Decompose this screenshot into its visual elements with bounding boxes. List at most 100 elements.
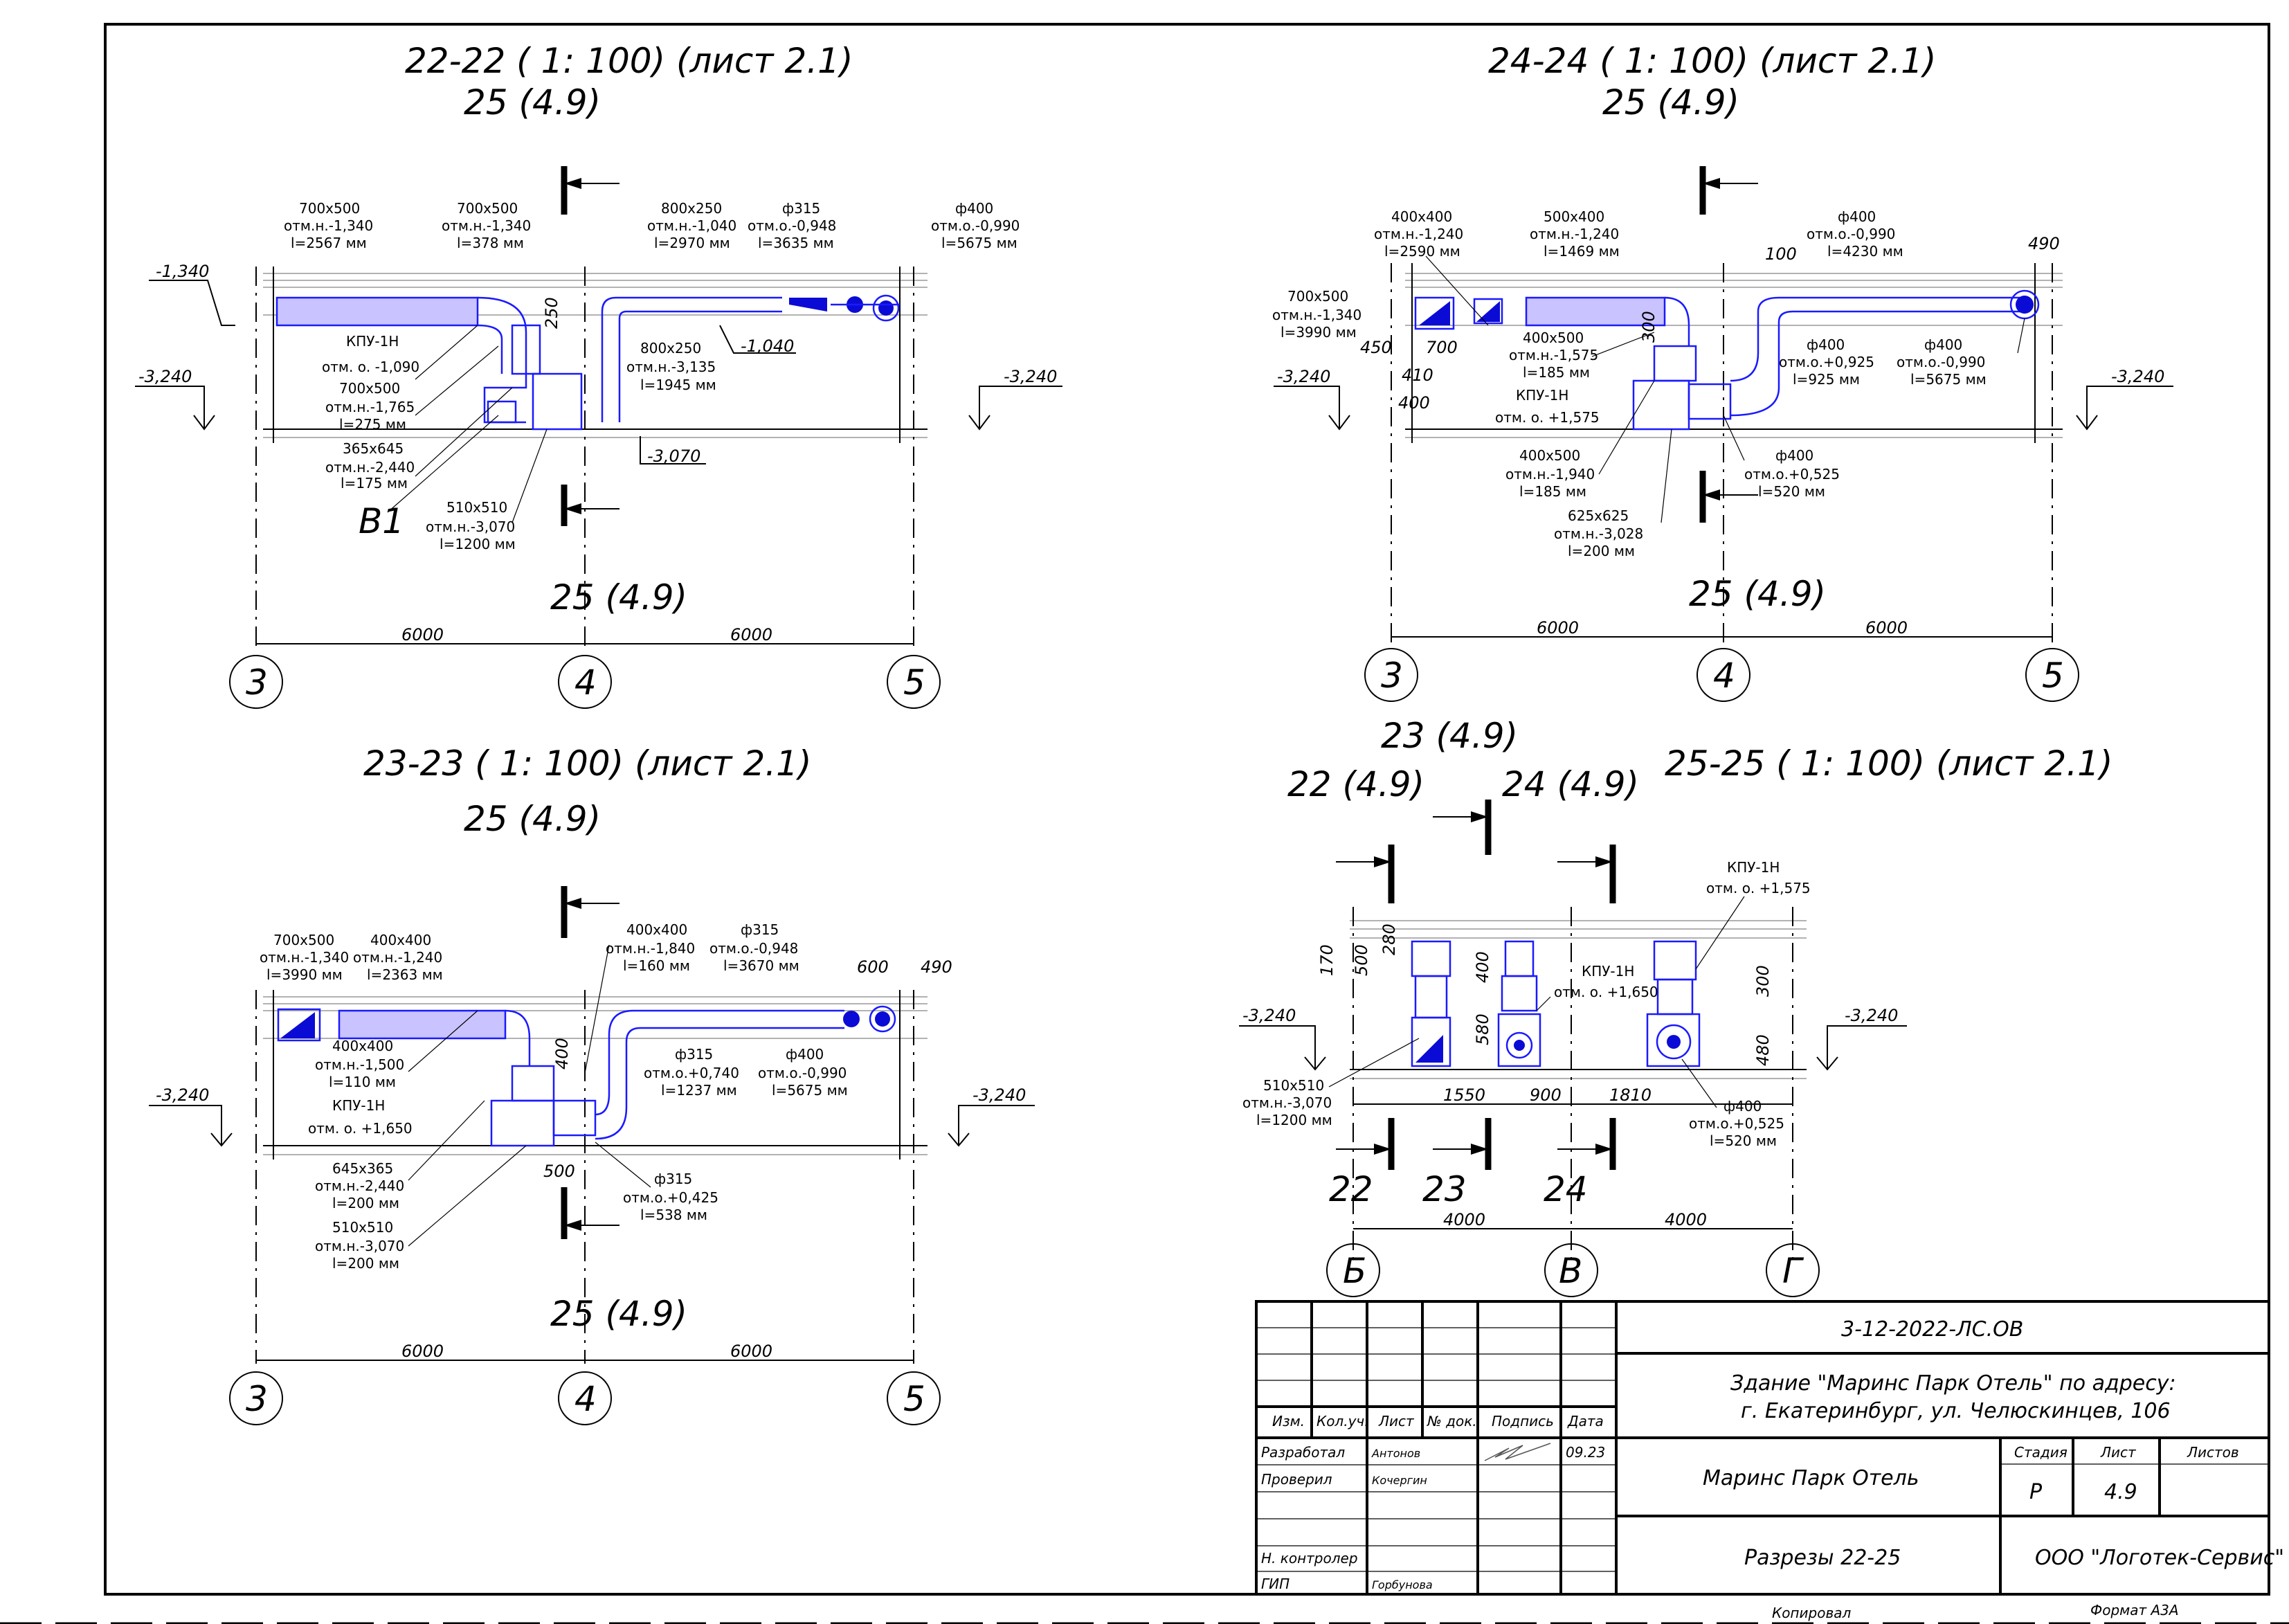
svg-text:1810: 1810 [1609,1085,1652,1105]
format-label: Формат А3А [2090,1602,2179,1618]
svg-text:КПУ-1Н: КПУ-1Н [332,1097,385,1114]
svg-text:-3,240: -3,240 [156,1085,209,1105]
svg-text:отм. о. +1,575: отм. о. +1,575 [1706,880,1811,896]
svg-text:l=925 мм: l=925 мм [1793,371,1860,388]
svg-text:4: 4 [1713,656,1735,696]
title-block: Изм. Кол.уч. Лист № док. Подпись Дата Ра… [1255,1300,2284,1596]
svg-text:400х400: 400х400 [1391,208,1452,225]
svg-text:Проверил: Проверил [1261,1471,1332,1488]
axis-bubbles: 3 4 5 [229,1371,941,1425]
svg-text:1550: 1550 [1443,1085,1485,1105]
section-subtitle: 25 (4.9) [464,799,601,839]
svg-text:отм. о. +1,650: отм. о. +1,650 [1554,984,1658,1000]
svg-text:400х400: 400х400 [332,1038,393,1054]
svg-text:250: 250 [542,297,561,329]
svg-text:отм.н.-1,240: отм.н.-1,240 [1530,226,1619,242]
svg-text:l=1200 мм: l=1200 мм [1256,1112,1332,1128]
svg-text:400: 400 [552,1038,572,1070]
svg-text:l=185 мм: l=185 мм [1519,483,1586,500]
svg-text:Подпись: Подпись [1492,1413,1554,1429]
svg-text:6000: 6000 [730,625,772,644]
svg-text:400: 400 [1398,393,1430,413]
svg-text:ф315: ф315 [782,200,820,217]
section-24-24: 24-24 ( 1: 100) (лист 2.1) 25 (4.9) [1272,41,2173,702]
svg-text:6000: 6000 [1537,618,1579,638]
axis-bubbles: 3 4 5 [1364,648,2079,702]
svg-text:l=2590 мм: l=2590 мм [1384,243,1460,260]
duct-labels: КПУ-1Н отм. о. +1,575 КПУ-1Н отм. о. +1,… [1242,859,1811,1149]
svg-text:ф400: ф400 [955,200,993,217]
section-title: 22-22 ( 1: 100) (лист 2.1) [405,41,853,81]
svg-text:Г: Г [1782,1251,1804,1291]
sheet-label: Лист [2100,1444,2137,1461]
svg-text:В: В [1559,1251,1582,1291]
svg-text:отм.о.-0,990: отм.о.-0,990 [1897,354,1985,370]
svg-text:-3,240: -3,240 [1242,1006,1296,1025]
svg-text:l=5675 мм: l=5675 мм [941,235,1017,251]
svg-text:№ док.: № док. [1427,1413,1477,1429]
svg-text:490: 490 [2028,234,2060,253]
svg-text:l=5675 мм: l=5675 мм [1910,371,1987,388]
bottom-ref: 25 (4.9) [1689,574,1826,614]
svg-text:l=3635 мм: l=3635 мм [758,235,834,251]
svg-text:400х500: 400х500 [1523,330,1584,346]
svg-text:отм. о. +1,650: отм. о. +1,650 [308,1120,413,1137]
svg-text:отм.о.+0,925: отм.о.+0,925 [1779,354,1874,370]
sheet-frame [104,23,2270,1596]
level-marks: -3,240 -3,240 600 490 400 500 [149,957,1035,1181]
svg-text:l=2363 мм: l=2363 мм [367,966,443,983]
svg-text:3: 3 [246,1379,268,1419]
copied-label: Копировал [1772,1605,1851,1621]
revision-grid [1256,1301,2269,1594]
svg-text:l=3670 мм: l=3670 мм [723,957,799,974]
svg-text:700х500: 700х500 [1287,288,1348,305]
building-line2: г. Екатеринбург, ул. Челюскинцев, 106 [1741,1399,2171,1423]
svg-text:490: 490 [921,957,952,977]
svg-text:l=5675 мм: l=5675 мм [772,1082,848,1099]
svg-text:510х510: 510х510 [1263,1077,1324,1094]
svg-text:23: 23 [1422,1169,1467,1209]
svg-text:-3,240: -3,240 [138,367,192,386]
drawing-name: Разрезы 22-25 [1744,1546,1901,1570]
svg-text:700: 700 [1426,338,1458,357]
svg-text:800х250: 800х250 [640,340,701,357]
svg-text:3: 3 [246,662,268,703]
section-23-23: 23-23 ( 1: 100) (лист 2.1) 25 (4.9) [149,743,1035,1425]
svg-text:Б: Б [1343,1251,1366,1291]
svg-text:ф400: ф400 [1838,208,1876,225]
svg-text:700х500: 700х500 [339,380,400,397]
svg-text:Изм.: Изм. [1272,1413,1305,1429]
svg-text:отм.н.-1,240: отм.н.-1,240 [1374,226,1463,242]
svg-text:отм.о.+0,425: отм.о.+0,425 [623,1189,718,1206]
axis-bubbles: Б В Г [1326,1243,1820,1297]
svg-text:Разработал: Разработал [1261,1444,1345,1461]
svg-text:400х400: 400х400 [370,932,431,948]
svg-text:Горбунова: Горбунова [1372,1578,1433,1591]
flex-duct [275,296,479,327]
svg-text:отм. о. -1,090: отм. о. -1,090 [322,359,419,375]
svg-text:100: 100 [1765,244,1797,264]
sheets-label: Листов [2187,1444,2239,1461]
svg-text:ф400: ф400 [786,1046,824,1063]
svg-text:отм.н.-1,340: отм.н.-1,340 [260,949,349,966]
svg-text:580: 580 [1473,1013,1492,1045]
svg-text:-3,240: -3,240 [2111,367,2164,386]
svg-text:l=3990 мм: l=3990 мм [1281,324,1357,341]
svg-text:l=200 мм: l=200 мм [332,1195,399,1211]
duct-labels: 700х500 отм.н.-1,340 l=2567 мм 700х500 о… [284,200,1020,552]
svg-text:отм.н.-3,070: отм.н.-3,070 [315,1238,404,1254]
svg-text:6000: 6000 [730,1342,772,1361]
svg-text:4000: 4000 [1665,1210,1707,1229]
svg-text:отм.о.+0,740: отм.о.+0,740 [644,1065,739,1081]
svg-text:170: 170 [1317,944,1337,976]
svg-text:КПУ-1Н: КПУ-1Н [1727,859,1780,876]
svg-text:900: 900 [1530,1085,1562,1105]
level-marks: -3,240 -3,240 170 500 280 400 580 300 48… [1239,923,1907,1105]
svg-text:отм.н.-1,840: отм.н.-1,840 [606,940,695,957]
svg-text:400х500: 400х500 [1519,447,1580,464]
svg-text:отм.н.-3,135: отм.н.-3,135 [626,359,716,375]
svg-text:l=200 мм: l=200 мм [332,1255,399,1272]
svg-text:500: 500 [543,1162,575,1181]
svg-text:отм.н.-1,500: отм.н.-1,500 [315,1056,404,1073]
